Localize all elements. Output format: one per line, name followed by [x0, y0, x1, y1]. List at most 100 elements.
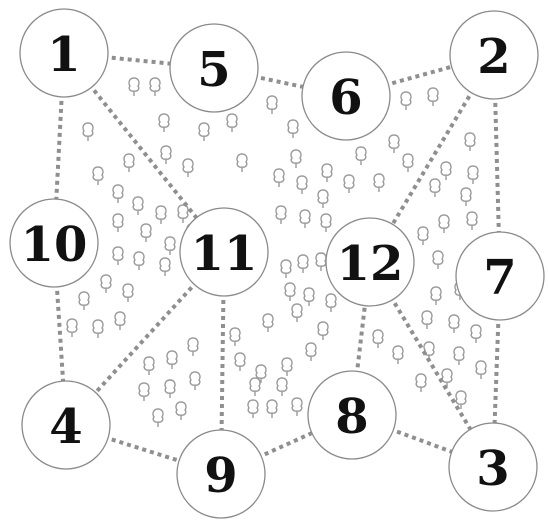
tree-icon [422, 311, 432, 329]
tree-icon [165, 380, 175, 398]
tree-icon [441, 162, 451, 180]
tree-icon [356, 147, 366, 165]
tree-icon [461, 188, 471, 206]
tree-icon [374, 174, 384, 192]
tree-icon [237, 154, 247, 172]
tree-icon [161, 146, 171, 164]
tree-icon [256, 365, 266, 383]
tree-icon [248, 400, 258, 418]
tree-icon [430, 179, 440, 197]
tree-icon [227, 114, 237, 132]
tree-icon [316, 253, 326, 271]
tree-icon [267, 400, 277, 418]
tree-icon [428, 88, 438, 106]
tree-icon [288, 120, 298, 138]
tree-icon [124, 154, 134, 172]
node-9: 9 [177, 430, 265, 518]
tree-icon [373, 330, 383, 348]
node-12: 12 [326, 218, 414, 306]
tree-icon [274, 169, 284, 187]
tree-icon [282, 358, 292, 376]
node-5: 5 [170, 24, 258, 112]
tree-icon [292, 398, 302, 416]
node-4: 4 [22, 381, 110, 469]
tree-icon [115, 312, 125, 330]
tree-icon [250, 378, 260, 396]
tree-icon [188, 338, 198, 356]
tree-icon [67, 319, 77, 337]
node-label: 3 [476, 441, 509, 497]
tree-icon [403, 154, 413, 172]
tree-icon [133, 197, 143, 215]
tree-icon [113, 214, 123, 232]
tree-icon [442, 369, 452, 387]
tree-icon [153, 409, 163, 427]
tree-icon [318, 322, 328, 340]
tree-icon [183, 159, 193, 177]
tree-icon [167, 351, 177, 369]
tree-icon [297, 176, 307, 194]
tree-icon [190, 372, 200, 390]
node-label: 10 [21, 217, 88, 273]
tree-icon [176, 402, 186, 420]
tree-icon [141, 224, 151, 242]
tree-icon [326, 294, 336, 312]
tree-icon [277, 378, 287, 396]
tree-icon [285, 283, 295, 301]
node-11: 11 [180, 208, 268, 296]
tree-icon [418, 227, 428, 245]
tree-icon [322, 164, 332, 182]
tree-icon [150, 78, 160, 96]
tree-icon [389, 135, 399, 153]
node-3: 3 [449, 423, 537, 511]
node-label: 9 [204, 448, 237, 504]
tree-icon [123, 284, 133, 302]
tree-icon [139, 383, 149, 401]
tree-icon [134, 252, 144, 270]
tree-icon [471, 325, 481, 343]
tree-icon [113, 185, 123, 203]
node-label: 7 [483, 250, 516, 306]
tree-icon [156, 206, 166, 224]
tree-icon [281, 260, 291, 278]
tree-icon [230, 328, 240, 346]
tree-icon [431, 287, 441, 305]
tree-icon [467, 212, 477, 230]
tree-icon [199, 123, 209, 141]
node-label: 2 [477, 29, 510, 85]
node-label: 12 [337, 236, 404, 292]
tree-icon [113, 247, 123, 265]
node-10: 10 [10, 199, 98, 287]
tree-icon [165, 237, 175, 255]
tree-icon [433, 251, 443, 269]
node-label: 5 [197, 42, 230, 98]
node-1: 1 [20, 9, 108, 97]
tree-icon [159, 114, 169, 132]
tree-icon [465, 133, 475, 151]
tree-icon [93, 167, 103, 185]
tree-icon [292, 304, 302, 322]
tree-icon [468, 166, 478, 184]
node-label: 6 [329, 70, 362, 126]
tree-icon [291, 150, 301, 168]
node-label: 8 [335, 389, 368, 445]
tree-icon [160, 258, 170, 276]
tree-icon [129, 78, 139, 96]
tree-icon [476, 361, 486, 379]
tree-icon [300, 210, 310, 228]
tree-icon [416, 374, 426, 392]
node-8: 8 [308, 371, 396, 459]
node-7: 7 [456, 232, 544, 320]
tree-pattern [67, 78, 486, 427]
node-label: 1 [47, 27, 80, 83]
node-2: 2 [450, 11, 538, 99]
node-label: 11 [191, 226, 258, 282]
tree-icon [178, 205, 188, 223]
tree-icon [267, 96, 277, 114]
tree-icon [449, 315, 459, 333]
tree-icon [93, 320, 103, 338]
tree-icon [306, 343, 316, 361]
tree-icon [298, 255, 308, 273]
